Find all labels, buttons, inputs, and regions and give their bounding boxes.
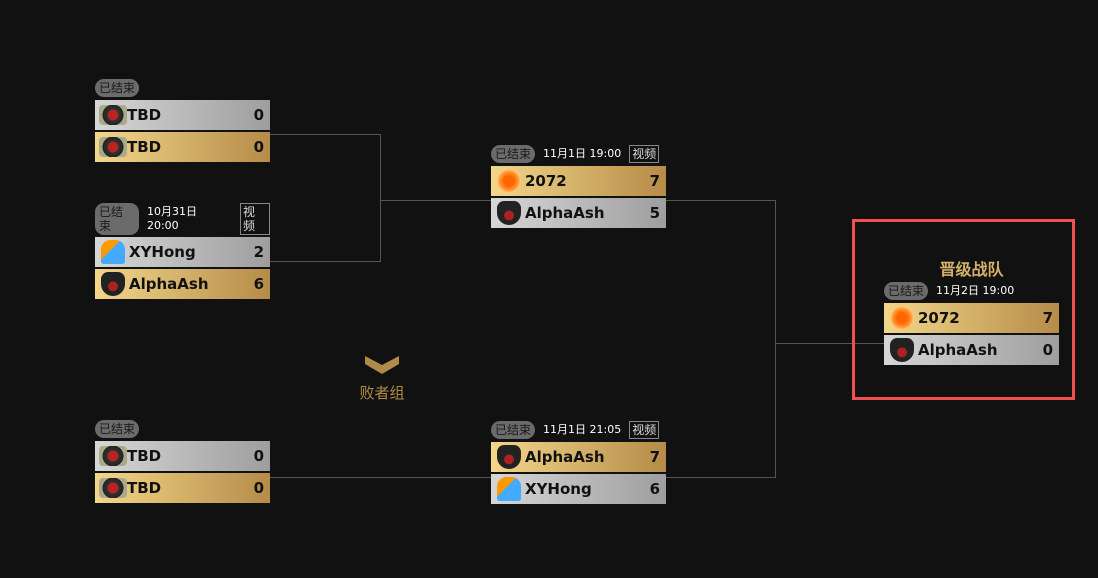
team-row[interactable]: TBD 0 xyxy=(95,100,270,130)
team-score: 0 xyxy=(1042,341,1053,359)
team-row[interactable]: AlphaAsh 0 xyxy=(884,335,1059,365)
team-score: 2 xyxy=(253,243,264,261)
tbd-logo-icon xyxy=(99,446,127,466)
connector xyxy=(270,261,380,262)
match-time: 11月1日 19:00 xyxy=(543,147,622,160)
team-name: 2072 xyxy=(918,309,960,327)
team-score: 6 xyxy=(253,275,264,293)
team-score: 7 xyxy=(1042,309,1053,327)
connector xyxy=(665,477,775,478)
team-name: AlphaAsh xyxy=(525,204,605,222)
team-row[interactable]: AlphaAsh 6 xyxy=(95,269,270,299)
team-name: XYHong xyxy=(129,243,196,261)
final-highlight-right xyxy=(1072,219,1075,400)
team-score: 0 xyxy=(253,106,264,124)
final-highlight-left xyxy=(852,219,855,400)
team-name: TBD xyxy=(127,479,162,497)
xyhong-logo-icon xyxy=(101,240,125,264)
status-badge: 已结束 xyxy=(95,420,140,438)
match-meta: 已结束 xyxy=(95,419,270,439)
losers-bracket-toggle[interactable]: 败者组 xyxy=(352,356,412,403)
chevron-down-icon xyxy=(365,356,399,374)
final-title: 晋级战队 xyxy=(939,260,1004,279)
team-name: TBD xyxy=(127,138,162,156)
team-row[interactable]: XYHong 2 xyxy=(95,237,270,267)
status-badge: 已结束 xyxy=(95,79,140,97)
connector xyxy=(380,200,491,201)
team-score: 0 xyxy=(253,479,264,497)
team-score: 0 xyxy=(253,447,264,465)
team-name: 2072 xyxy=(525,172,567,190)
connector xyxy=(380,134,381,262)
team-row[interactable]: TBD 0 xyxy=(95,441,270,471)
team-row[interactable]: AlphaAsh 7 xyxy=(491,442,666,472)
status-badge: 已结束 xyxy=(95,203,139,235)
wolf-logo-icon xyxy=(890,338,914,362)
team-score: 5 xyxy=(649,204,660,222)
match-time: 11月2日 19:00 xyxy=(936,284,1015,297)
xyhong-logo-icon xyxy=(497,477,521,501)
wolf-logo-icon xyxy=(497,201,521,225)
tbd-logo-icon xyxy=(99,137,127,157)
losers-label: 败者组 xyxy=(359,384,405,402)
team-row[interactable]: TBD 0 xyxy=(95,132,270,162)
team-row[interactable]: XYHong 6 xyxy=(491,474,666,504)
video-button[interactable]: 视频 xyxy=(629,145,660,163)
match-meta: 已结束 11月1日 19:00 视频 xyxy=(491,144,666,164)
team-row[interactable]: TBD 0 xyxy=(95,473,270,503)
video-button[interactable]: 视频 xyxy=(629,421,660,439)
connector xyxy=(270,134,380,135)
connector xyxy=(775,343,884,344)
team-row[interactable]: 2072 7 xyxy=(884,303,1059,333)
wolf-logo-icon xyxy=(497,445,521,469)
status-badge: 已结束 xyxy=(884,282,929,300)
team-name: AlphaAsh xyxy=(918,341,998,359)
match-meta: 已结束 11月1日 21:05 视频 xyxy=(491,420,666,440)
status-badge: 已结束 xyxy=(491,421,536,439)
team-row[interactable]: AlphaAsh 5 xyxy=(491,198,666,228)
match-time: 11月1日 21:05 xyxy=(543,423,622,436)
team-name: AlphaAsh xyxy=(525,448,605,466)
tbd-logo-icon xyxy=(99,478,127,498)
connector xyxy=(775,200,776,478)
match-time: 10月31日 20:00 xyxy=(146,205,197,232)
team-row[interactable]: 2072 7 xyxy=(491,166,666,196)
2072-logo-icon xyxy=(497,169,521,193)
match-meta: 已结束 10月31日 20:00 视频 xyxy=(95,203,270,235)
team-name: AlphaAsh xyxy=(129,275,209,293)
match-meta: 已结束 11月2日 19:00 xyxy=(884,281,1059,301)
team-score: 7 xyxy=(649,172,660,190)
video-button[interactable]: 视频 xyxy=(240,203,270,235)
tbd-logo-icon xyxy=(99,105,127,125)
2072-logo-icon xyxy=(890,306,914,330)
final-highlight-bottom xyxy=(852,397,1075,400)
wolf-logo-icon xyxy=(101,272,125,296)
connector xyxy=(270,477,491,478)
final-highlight-top xyxy=(852,219,1075,222)
team-score: 0 xyxy=(253,138,264,156)
match-meta: 已结束 xyxy=(95,78,270,98)
team-name: TBD xyxy=(127,106,162,124)
team-name: TBD xyxy=(127,447,162,465)
team-name: XYHong xyxy=(525,480,592,498)
status-badge: 已结束 xyxy=(491,145,536,163)
connector xyxy=(665,200,775,201)
team-score: 6 xyxy=(649,480,660,498)
team-score: 7 xyxy=(649,448,660,466)
